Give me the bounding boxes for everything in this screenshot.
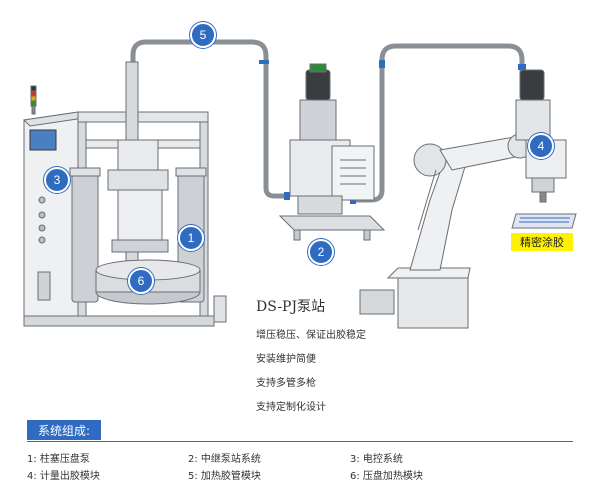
component-number: 3: — [350, 454, 360, 465]
component-number: 4: — [27, 471, 37, 482]
component-name: 加热胶管模块 — [200, 471, 261, 482]
component-number: 6: — [350, 471, 360, 482]
badge-6: 6 — [128, 268, 154, 294]
heated-hose-2 — [349, 43, 525, 203]
heated-hose-1 — [130, 39, 291, 199]
badge-1: 1 — [178, 225, 204, 251]
component-name: 计量出胶模块 — [39, 471, 100, 482]
component-5: 5: 加热胶管模块 — [188, 467, 261, 482]
component-4: 4: 计量出胶模块 — [27, 467, 100, 482]
badge-3: 3 — [44, 167, 70, 193]
precision-dispensing-label: 精密涂胶 — [511, 233, 573, 251]
component-name: 中继泵站系统 — [200, 454, 261, 465]
feature-item: 支持多管多枪 — [256, 378, 316, 389]
badge-2: 2 — [308, 239, 334, 265]
component-name: 压盘加热模块 — [362, 471, 423, 482]
feature-item: 增压稳压、保证出胶稳定 — [256, 330, 366, 341]
relay-pump-station — [278, 63, 386, 241]
system-composition-header: 系统组成: — [27, 420, 101, 440]
component-number: 1: — [27, 454, 37, 465]
component-number: 5: — [188, 471, 198, 482]
component-name: 电控系统 — [362, 454, 403, 465]
component-2: 2: 中继泵站系统 — [188, 450, 261, 465]
workpiece — [511, 213, 577, 229]
component-6: 6: 压盘加热模块 — [350, 467, 423, 482]
component-3: 3: 电控系统 — [350, 450, 403, 465]
badge-5: 5 — [190, 22, 216, 48]
feature-item: 安装维护简便 — [256, 354, 316, 365]
component-1: 1: 柱塞压盘泵 — [27, 450, 90, 465]
plunger-pump-station — [22, 61, 227, 327]
component-number: 2: — [188, 454, 198, 465]
component-name: 柱塞压盘泵 — [39, 454, 90, 465]
station-title: DS-PJ泵站 — [256, 299, 326, 315]
divider — [27, 441, 573, 442]
robot-arm — [359, 133, 533, 329]
badge-4: 4 — [528, 133, 554, 159]
feature-item: 支持定制化设计 — [256, 402, 326, 413]
